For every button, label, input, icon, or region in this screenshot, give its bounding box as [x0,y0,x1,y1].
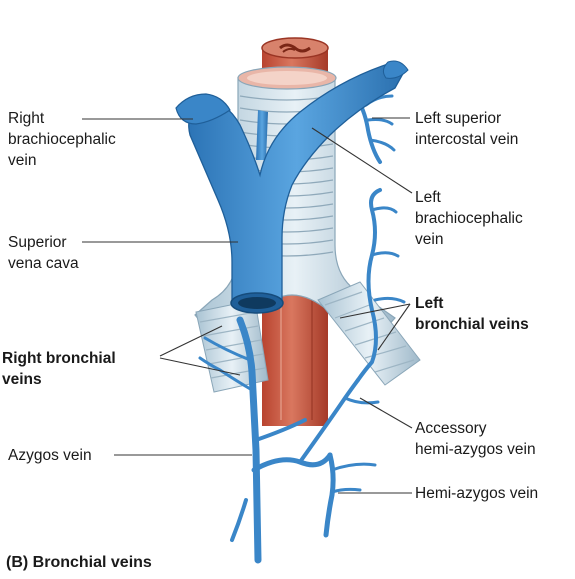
label-left-brachiocephalic-vein: Left brachiocephalic vein [415,189,523,248]
hemi-azygos-veins [298,188,406,538]
label-hemi-azygos-vein: Hemi-azygos vein [415,485,539,502]
leader-lines [82,117,413,494]
label-right-bronchial-veins: Right bronchial veins [2,350,116,388]
label-right-brachiocephalic-vein: Right brachiocephalic vein [8,110,116,169]
label-left-bronchial-veins: Left bronchial veins [415,295,529,333]
label-left-superior-intercostal-vein: Left superior intercostal vein [415,110,519,148]
azygos-vein [198,316,333,564]
label-azygos-vein: Azygos vein [8,447,92,464]
label-accessory-hemi-azygos-vein: Accessory hemi-azygos vein [415,420,536,458]
brachiocephalic-veins-and-svc [175,60,409,314]
label-superior-vena-cava: Superior vena cava [8,234,79,272]
figure-caption: (B) Bronchial veins [6,554,152,571]
